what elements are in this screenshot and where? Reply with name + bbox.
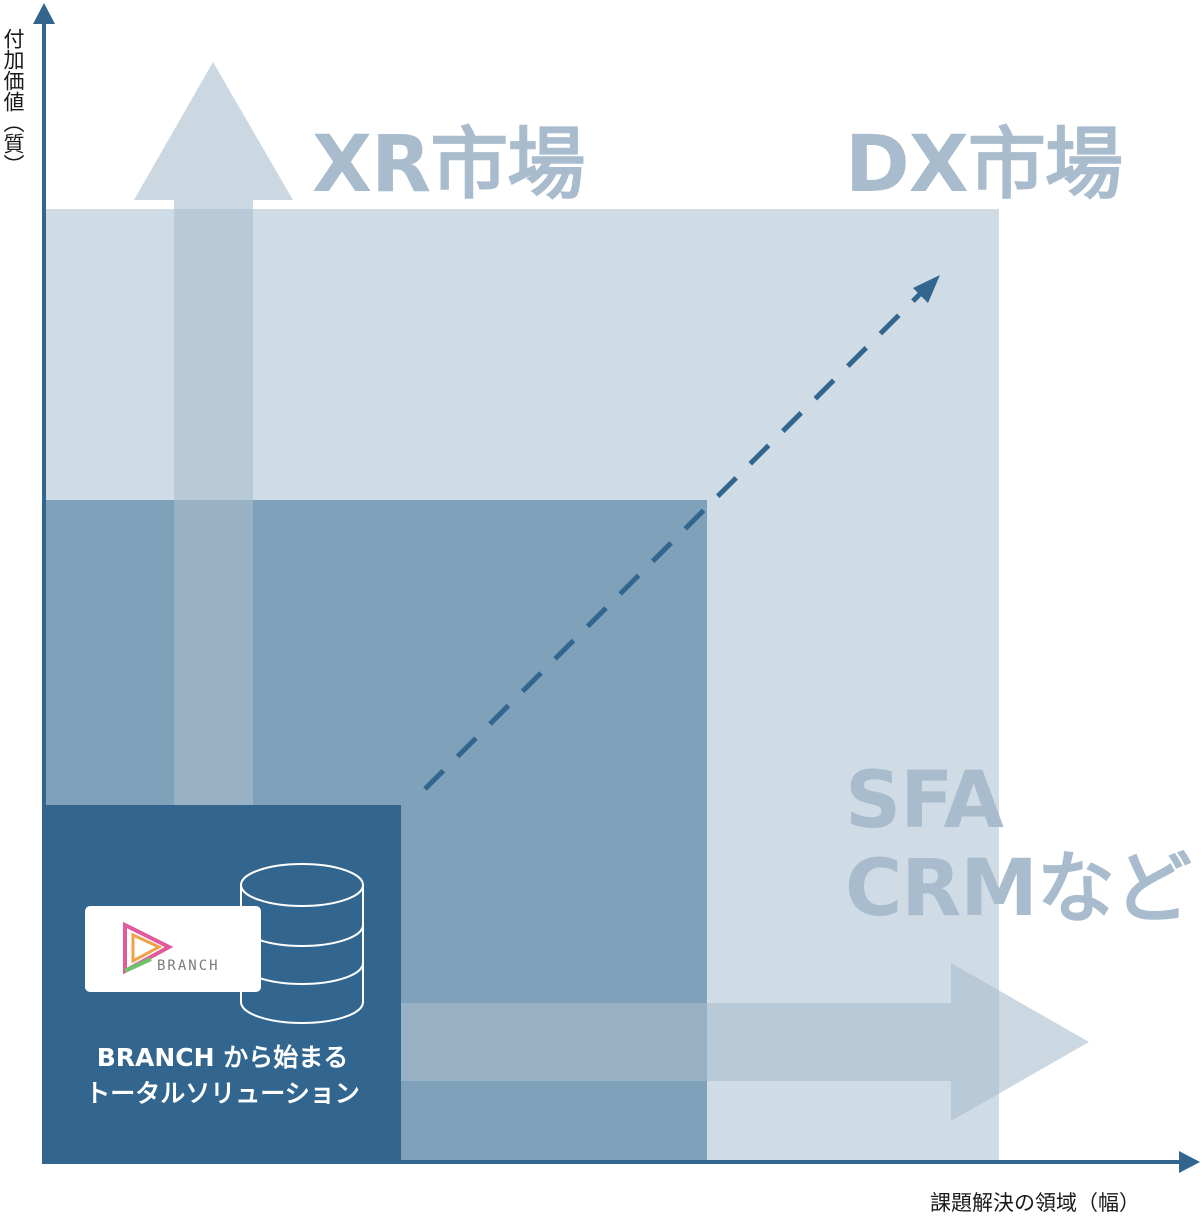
dx-market-label: DX市場	[845, 120, 1123, 210]
sfa-label-line-1: SFA	[845, 756, 1004, 846]
branch-logo-text: BRANCH	[157, 958, 220, 974]
caption-line-2: トータルソリューション	[85, 1079, 360, 1108]
y-axis-label: 付加価値（質）	[1, 28, 25, 175]
y-axis-arrowhead	[33, 3, 55, 24]
xr-market-label: XR市場	[312, 120, 585, 210]
rightward-arrow	[401, 963, 1089, 1121]
caption-line-1: BRANCH から始まる	[96, 1043, 349, 1072]
branch-logo-icon	[123, 921, 173, 975]
x-axis-arrowhead	[1179, 1151, 1200, 1173]
branch-logo-card: BRANCH	[85, 906, 261, 992]
sfa-crm-label: SFA CRMなど	[845, 756, 1192, 938]
sfa-label-line-2: CRMなど	[845, 844, 1192, 934]
branch-caption: BRANCH から始まる トータルソリューション	[44, 1040, 401, 1112]
growth-arrowhead	[913, 275, 940, 303]
growth-dashed-line	[423, 290, 924, 791]
x-axis-label: 課題解決の領域（幅）	[930, 1191, 1140, 1215]
upward-arrow	[134, 62, 293, 805]
